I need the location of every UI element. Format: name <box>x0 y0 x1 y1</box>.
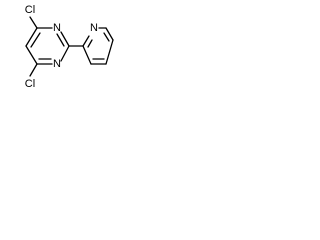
bond-c6-cl <box>29 63 38 77</box>
bond-c4-cl <box>29 16 38 29</box>
bond-c6p-c5p <box>105 27 114 41</box>
bond-c2p-n1p-double <box>87 39 93 48</box>
atom-cl-bottom: Cl <box>25 78 35 90</box>
atom-n-pyrimidine-lower: N <box>53 58 61 70</box>
bond-n1-c2 <box>60 45 70 62</box>
bond-c4-c5-double <box>30 32 41 48</box>
atom-n-pyrimidine-upper: N <box>53 22 61 34</box>
bond-c2-n3-double <box>56 33 65 47</box>
bond-c3p-c2p <box>82 45 92 65</box>
atom-n-pyridine: N <box>90 22 98 34</box>
atom-cl-top: Cl <box>25 4 35 16</box>
bond-c6p-c5p-double <box>103 32 110 42</box>
bond-c5p-c4p <box>105 39 114 65</box>
bond-c2-n3 <box>60 31 70 47</box>
pyrimidine-ring <box>25 27 70 65</box>
pyridine-ring <box>82 27 114 65</box>
bond-c5-c6 <box>25 45 38 65</box>
chemical-structure: Cl Cl N N N <box>25 4 114 90</box>
bond-c2p-n1p <box>82 35 90 47</box>
bond-c4-c5 <box>25 27 38 47</box>
